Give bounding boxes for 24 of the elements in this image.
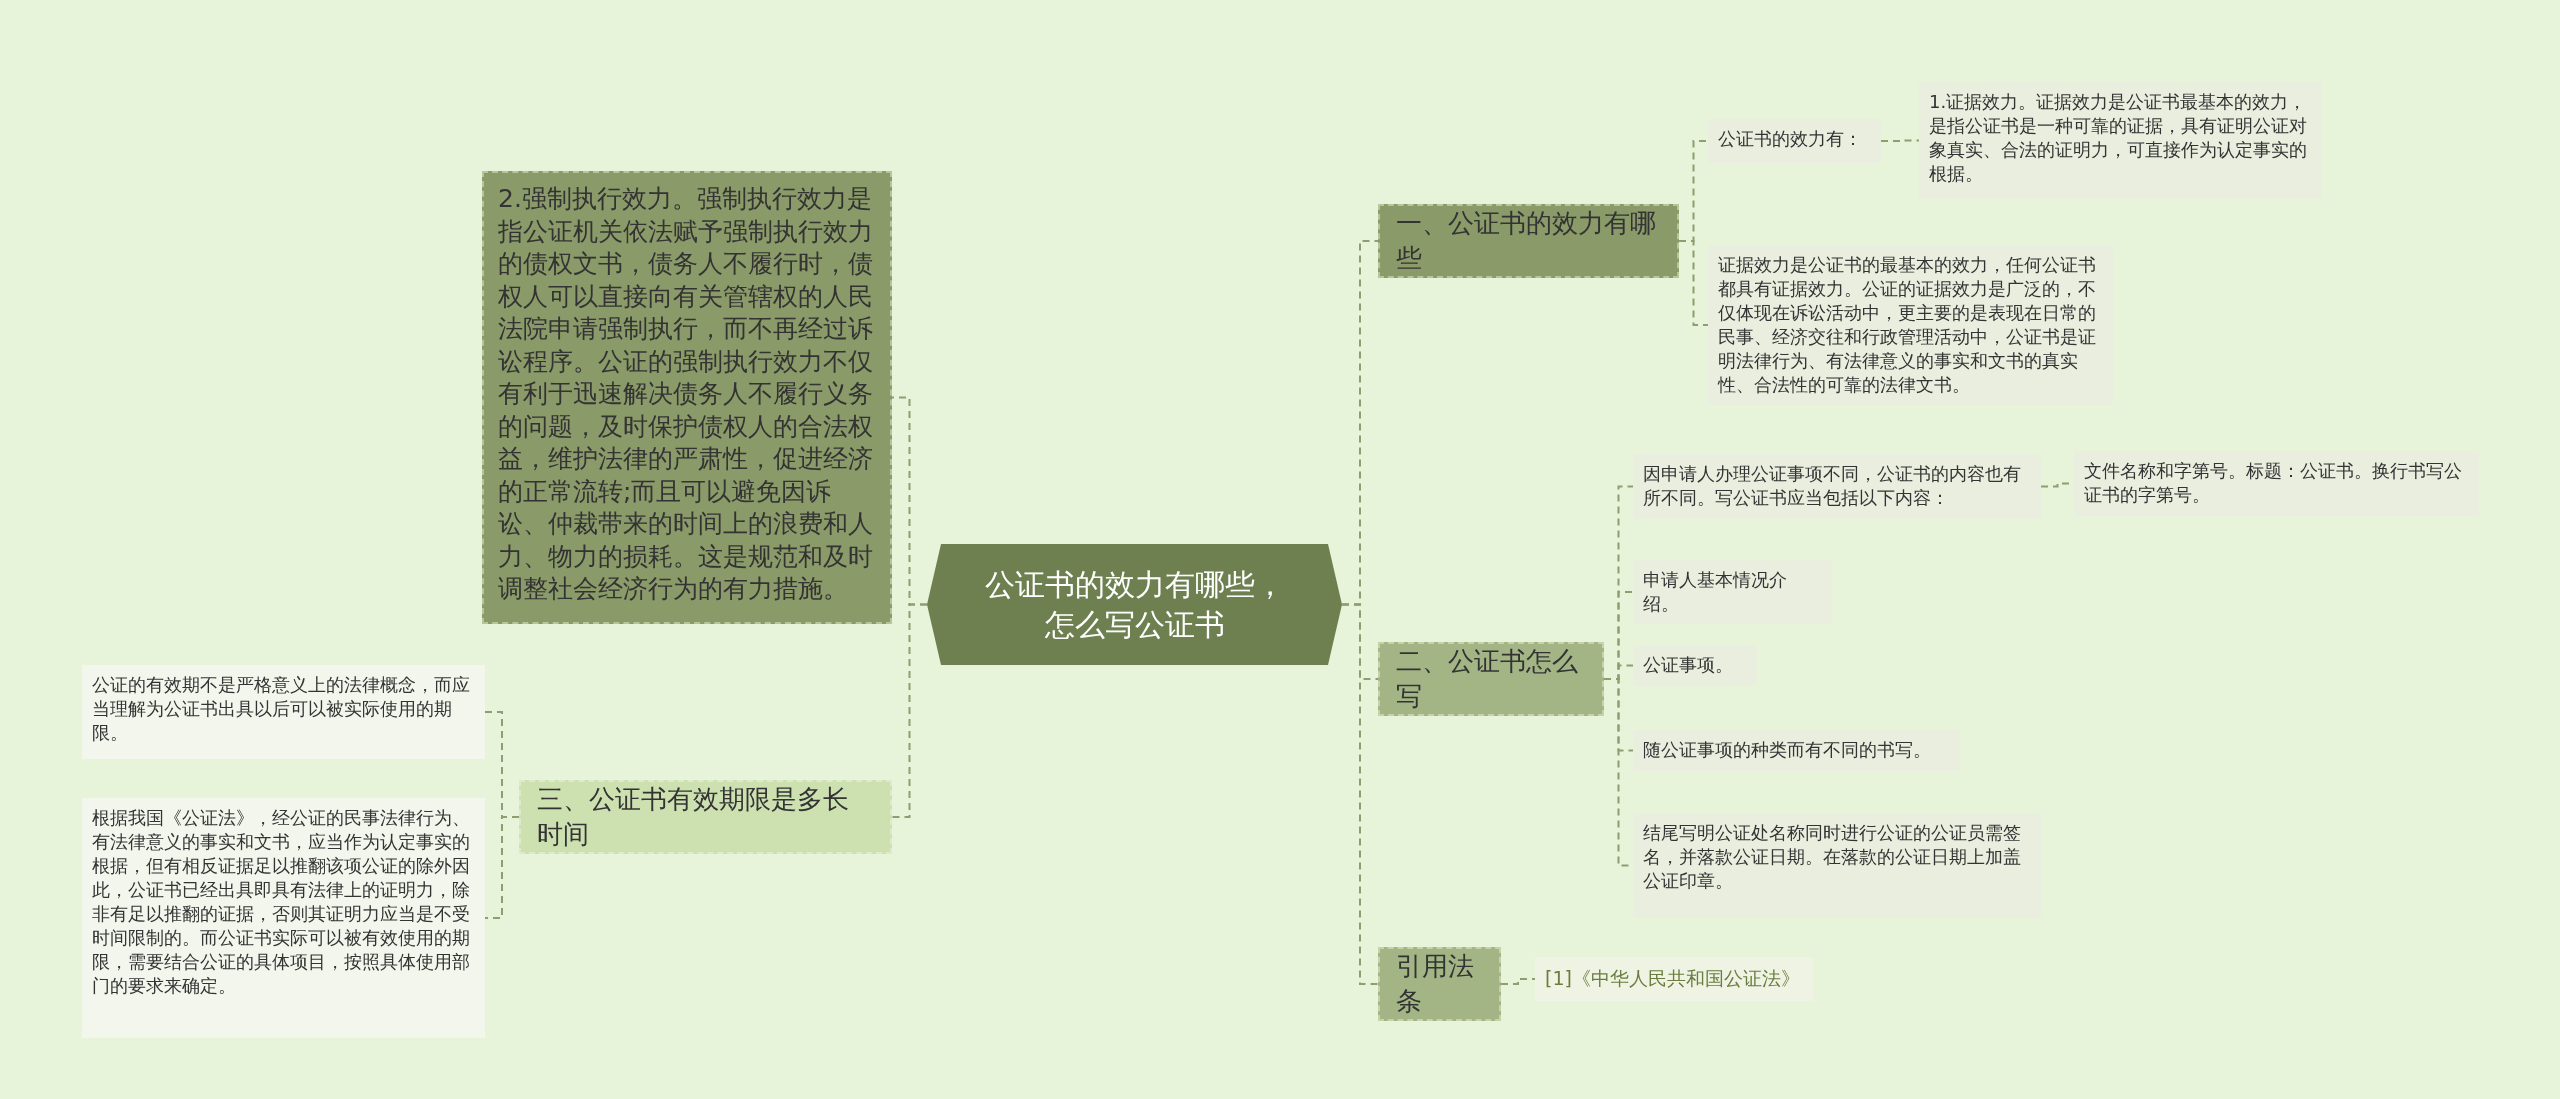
topic-box: 二、公证书怎么写 <box>1378 642 1604 716</box>
subtopic-box: 随公证事项的种类而有不同的书写。 <box>1633 730 1960 771</box>
subtopic-box: 结尾写明公证处名称同时进行公证的公证员需签名，并落款公证日期。在落款的公证日期上加盖公证印章。 <box>1633 813 2041 918</box>
subtopic-box: 1.证据效力。证据效力是公证书最基本的效力，是指公证书是一种可靠的证据，具有证明公证对象真实、合法的证明力，可直接作为认定事实的根据。 <box>1919 82 2322 199</box>
connector-line <box>484 816 520 919</box>
topic-box: 三、公证书有效期限是多长时间 <box>519 780 892 854</box>
connector-line <box>1678 240 1709 326</box>
subtopic-box: 因申请人办理公证事项不同，公证书的内容也有所不同。写公证书应当包括以下内容： <box>1633 454 2041 519</box>
topic-box: 引用法条 <box>1378 947 1501 1021</box>
connector-line <box>891 603 928 818</box>
reference-box: [1]《中华人民共和国公证法》 <box>1535 957 1813 1001</box>
subtopic-box: 根据我国《公证法》，经公证的民事法律行为、有法律意义的事实和文书，应当作为认定事实的根据，但有相反证据足以推翻该项公证的除外因此，公证书已经出具即具有法律上的证明力，除非有足以推翻的证据，否则其证明力应当是不受时间限制的。而公证书实际可以被有效使用的期限，需要结合公证的具体项目，按照具体使用部门的要求来确定。 <box>82 798 485 1038</box>
subtopic-box: 公证的有效期不是严格意义上的法律概念，而应当理解为公证书出具以后可以被实际使用的期限。 <box>82 665 485 759</box>
subtopic-box: 公证事项。 <box>1633 645 1757 686</box>
central-topic: 公证书的效力有哪些，怎么写公证书 <box>927 544 1342 665</box>
topic-box: 一、公证书的效力有哪些 <box>1378 204 1679 278</box>
connector-line <box>1341 603 1379 985</box>
topic-box: 2.强制执行效力。强制执行效力是指公证机关依法赋予强制执行效力的债权文书，债务人不履行时，债权人可以直接向有关管辖权的人民法院申请强制执行，而不再经过诉讼程序。公证的强制执行效力不仅有利于迅速解决债务人不履行义务的问题，及时保护债权人的合法权益，维护法律的严肃性，促进经济的正常流转;而且可以避免因诉讼、仲裁带来的时间上的浪费和人力、物力的损耗。这是规范和及时调整社会经济行为的有力措施。 <box>482 171 892 624</box>
subtopic-box: 公证书的效力有： <box>1708 119 1881 163</box>
connector-line <box>1880 139 1920 142</box>
connector-line <box>1500 978 1536 985</box>
subtopic-box: 证据效力是公证书的最基本的效力，任何公证书都具有证据效力。公证的证据效力是广泛的，不仅体现在诉讼活动中，更主要的是表现在日常的民事、经济交往和行政管理活动中，公证书是证明法律行为、有法律意义的事实和文书的真实性、合法性的可靠的法律文书。 <box>1708 245 2113 405</box>
subtopic-box: 文件名称和字第号。标题：公证书。换行书写公证书的字第号。 <box>2074 451 2479 516</box>
subtopic-box: 申请人基本情况介绍。 <box>1633 560 1832 624</box>
